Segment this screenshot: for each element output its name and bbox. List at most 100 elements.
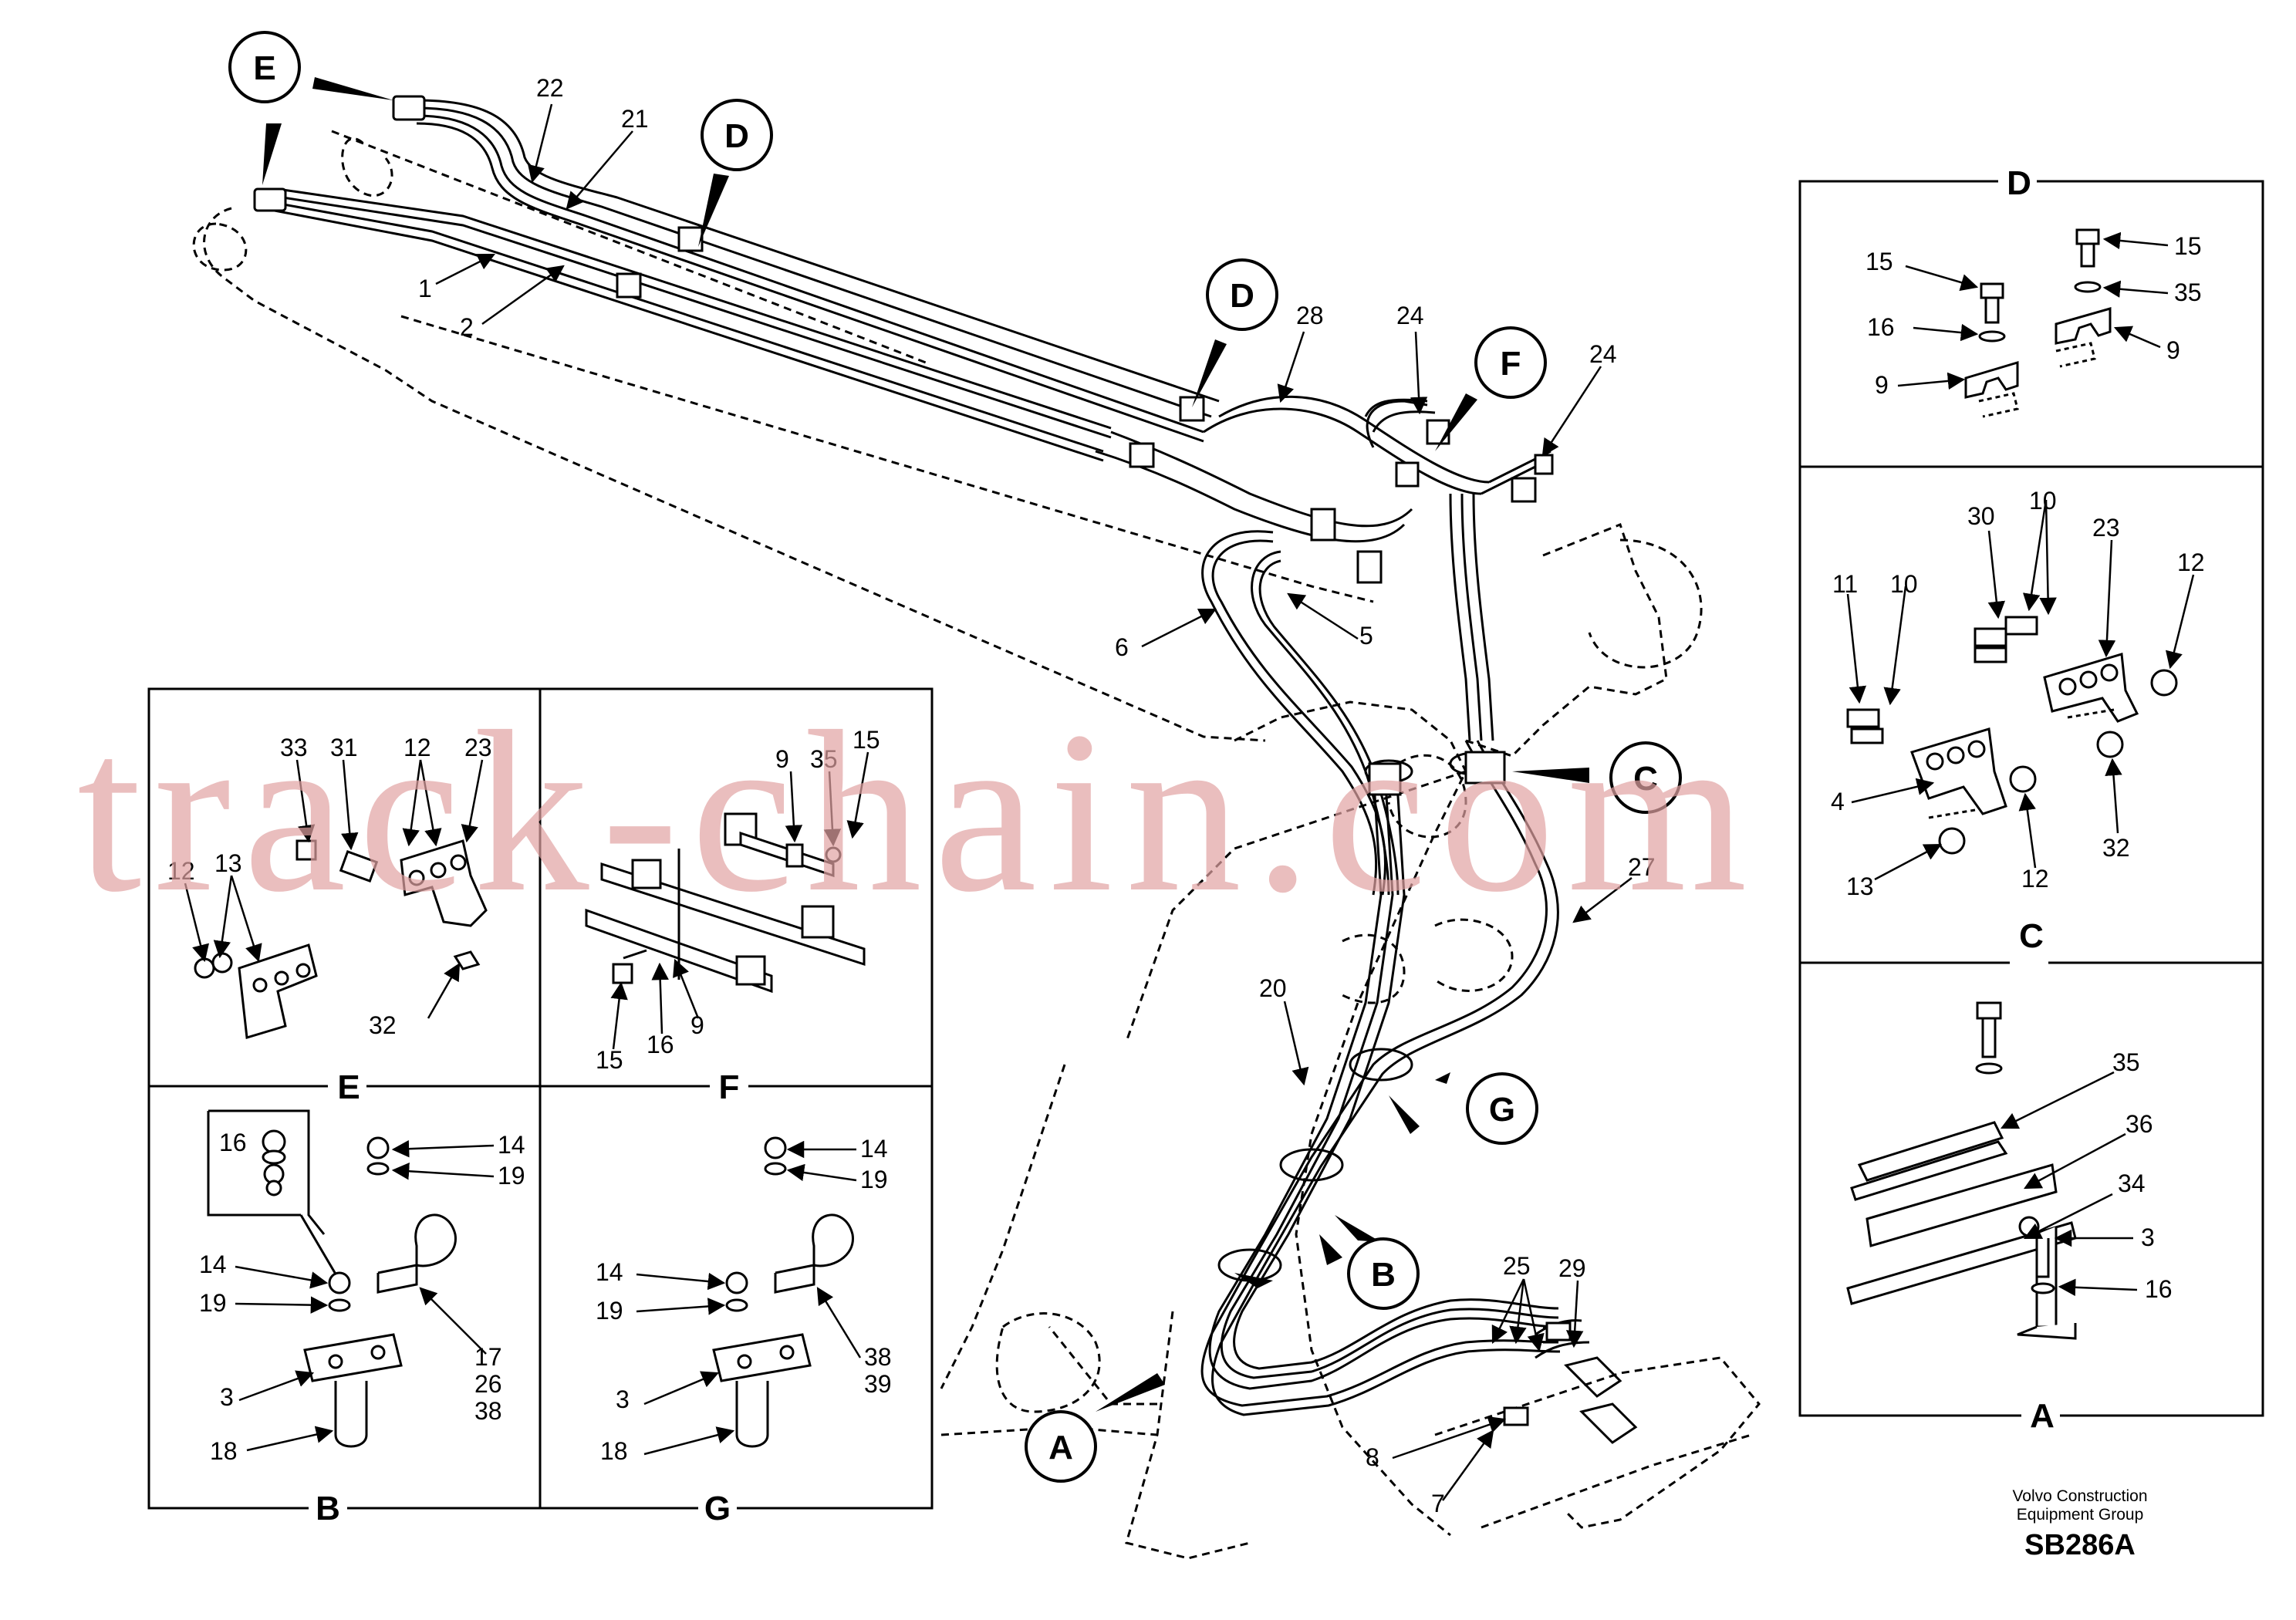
C-label-30: 30	[1967, 502, 1995, 530]
panel-B-leaders	[235, 1139, 495, 1452]
pointer-arrows	[262, 77, 1589, 1412]
F-label-16: 16	[647, 1031, 674, 1058]
E-label-13: 13	[214, 849, 242, 877]
B-label-38: 38	[474, 1397, 502, 1425]
label-1: 1	[418, 275, 432, 302]
C-label-32: 32	[2102, 834, 2130, 862]
arm-hose-bundle	[1200, 493, 1590, 1416]
panel-E-labels: 33 31 12 23 12 13 32	[167, 734, 492, 1039]
C-label-10-top: 10	[2029, 487, 2057, 515]
panel-G-drawing	[712, 1136, 854, 1448]
panel-A-labels: 35 36 34 3 16	[2112, 1048, 2173, 1303]
label-24-right: 24	[1589, 340, 1617, 368]
A-label-3: 3	[2141, 1223, 2155, 1251]
panel-C-drawing	[1846, 616, 2178, 855]
B-label-14: 14	[199, 1250, 227, 1278]
callout-D-1: D	[724, 117, 749, 155]
label-5: 5	[1359, 622, 1373, 650]
G-label-18: 18	[600, 1437, 628, 1465]
E-label-32: 32	[369, 1011, 397, 1039]
company-name: Volvo Construction Equipment Group	[2012, 1487, 2148, 1524]
panel-B-labels: 16 14 19 14 19 17 26 38 3 18	[199, 1129, 525, 1465]
drawing-footer: Volvo Construction Equipment Group SB286…	[1964, 1487, 2196, 1562]
A-label-36: 36	[2125, 1110, 2153, 1138]
D-label-16: 16	[1867, 313, 1895, 341]
panel-title-C: C	[2019, 917, 2044, 955]
callout-A: A	[1048, 1429, 1073, 1466]
D-label-15-left: 15	[1866, 248, 1893, 275]
C-label-23: 23	[2092, 514, 2120, 542]
panel-D-leaders	[1897, 231, 2169, 390]
panel-F-labels: 9 35 15 15 16 9	[596, 726, 880, 1074]
C-label-12-bottom: 12	[2021, 865, 2049, 893]
A-label-16: 16	[2145, 1275, 2173, 1303]
E-label-12-top: 12	[403, 734, 431, 761]
drawing-code: SB286A	[2024, 1529, 2136, 1561]
F-label-9-bottom: 9	[690, 1011, 704, 1039]
C-label-4: 4	[1831, 788, 1845, 815]
B-label-14-top: 14	[498, 1131, 525, 1159]
main-drawing	[192, 95, 1761, 1560]
B-label-17: 17	[474, 1343, 502, 1371]
callout-F: F	[1501, 345, 1521, 383]
E-label-12-left: 12	[167, 857, 195, 885]
panel-F-drawing	[585, 812, 866, 994]
label-25: 25	[1503, 1252, 1531, 1280]
B-label-26: 26	[474, 1370, 502, 1398]
B-label-19: 19	[199, 1289, 227, 1317]
panel-title-A: A	[2030, 1397, 2055, 1435]
callout-letters: E D D F C G B A	[253, 49, 1658, 1466]
D-label-9-right: 9	[2166, 336, 2180, 364]
callout-B: B	[1371, 1256, 1396, 1294]
panel-D-drawing	[1964, 228, 2112, 418]
C-label-11: 11	[1832, 570, 1858, 598]
hoses-6-5	[1201, 530, 1400, 896]
main-labels: 22 21 1 2 28 24 24 6 5 27 20 25 29 8 7	[418, 74, 1656, 1517]
D-label-35: 35	[2174, 278, 2202, 306]
G-label-39: 39	[864, 1370, 892, 1398]
panel-title-bg-right	[1998, 167, 2060, 1428]
label-7: 7	[1431, 1490, 1445, 1517]
B-label-19-top: 19	[498, 1162, 525, 1190]
panel-G-labels: 14 19 14 19 38 39 3 18	[596, 1135, 892, 1465]
B-label-16: 16	[219, 1129, 247, 1156]
D-label-9-left: 9	[1875, 371, 1889, 399]
E-label-23: 23	[464, 734, 492, 761]
callout-C: C	[1633, 760, 1658, 798]
C-label-13: 13	[1846, 872, 1874, 900]
G-label-38: 38	[864, 1343, 892, 1371]
callout-G: G	[1489, 1091, 1515, 1129]
fittings	[253, 95, 1572, 1426]
label-27: 27	[1628, 853, 1656, 881]
panel-C-leaders	[1846, 499, 2195, 881]
F-label-15-bottom: 15	[596, 1046, 623, 1074]
C-label-12-top: 12	[2177, 548, 2205, 576]
G-label-14: 14	[596, 1258, 623, 1286]
panel-G-leaders	[636, 1140, 862, 1456]
D-label-15-right: 15	[2174, 232, 2202, 260]
label-6: 6	[1115, 633, 1129, 661]
panel-A-drawing	[1846, 1001, 2077, 1340]
label-28: 28	[1296, 302, 1324, 329]
bottom-bracket	[1564, 1356, 1638, 1444]
G-label-14-top: 14	[860, 1135, 888, 1163]
label-22: 22	[536, 74, 564, 102]
G-label-19-top: 19	[860, 1166, 888, 1193]
panel-E-drawing	[194, 839, 488, 1039]
panel-D-labels: 15 16 9 15 35 9	[1866, 232, 2202, 399]
panel-B-drawing	[207, 1109, 457, 1448]
A-label-34: 34	[2118, 1169, 2146, 1197]
F-label-9-top: 9	[775, 745, 789, 773]
panel-C-labels: 30 10 23 12 11 10 4 12 13 32	[1831, 487, 2205, 900]
F-label-15-top: 15	[853, 726, 880, 754]
panel-A-leaders	[2000, 1071, 2138, 1297]
detail-panels-left	[147, 687, 934, 1510]
label-24-left: 24	[1396, 302, 1424, 329]
panel-title-G: G	[704, 1490, 731, 1527]
label-20: 20	[1259, 974, 1287, 1002]
boom-outline	[192, 130, 1761, 1560]
B-label-3: 3	[220, 1383, 234, 1411]
label-29: 29	[1558, 1254, 1586, 1282]
panel-title-E: E	[337, 1068, 360, 1106]
E-label-33: 33	[280, 734, 308, 761]
